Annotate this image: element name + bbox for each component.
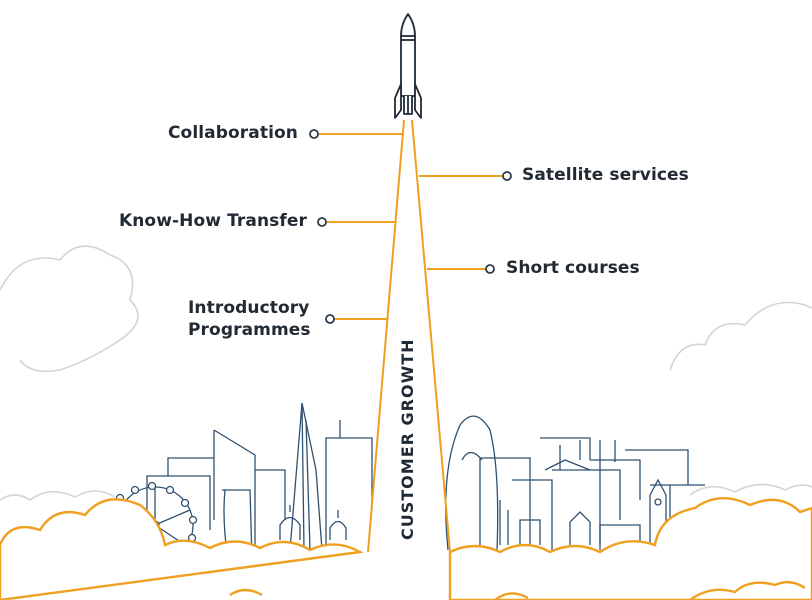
shortcourses-node <box>485 264 495 274</box>
beam-right-line <box>411 119 451 553</box>
rocket-beam <box>367 119 451 553</box>
label-introductory-line2: Programmes <box>188 320 311 340</box>
introductory-node <box>325 314 335 324</box>
beam-left-line <box>367 119 405 553</box>
knowhow-node <box>317 217 327 227</box>
rocket-icon <box>394 13 422 119</box>
right-skyline <box>445 415 705 551</box>
background-clouds <box>0 245 812 501</box>
collaboration-node <box>309 129 319 139</box>
label-short-courses: Short courses <box>506 258 640 278</box>
connector-nodes <box>309 129 512 324</box>
label-satellite-services: Satellite services <box>522 165 689 185</box>
satellite-node <box>502 171 512 181</box>
label-customer-growth: CUSTOMER GROWTH <box>398 338 417 540</box>
label-collaboration: Collaboration <box>167 123 298 143</box>
label-introductory-programmes: Introductory Programmes <box>188 297 311 341</box>
connectors <box>317 133 503 320</box>
label-introductory-line1: Introductory <box>188 298 310 318</box>
label-know-how-transfer: Know-How Transfer <box>118 211 307 231</box>
orange-clouds <box>0 497 812 600</box>
